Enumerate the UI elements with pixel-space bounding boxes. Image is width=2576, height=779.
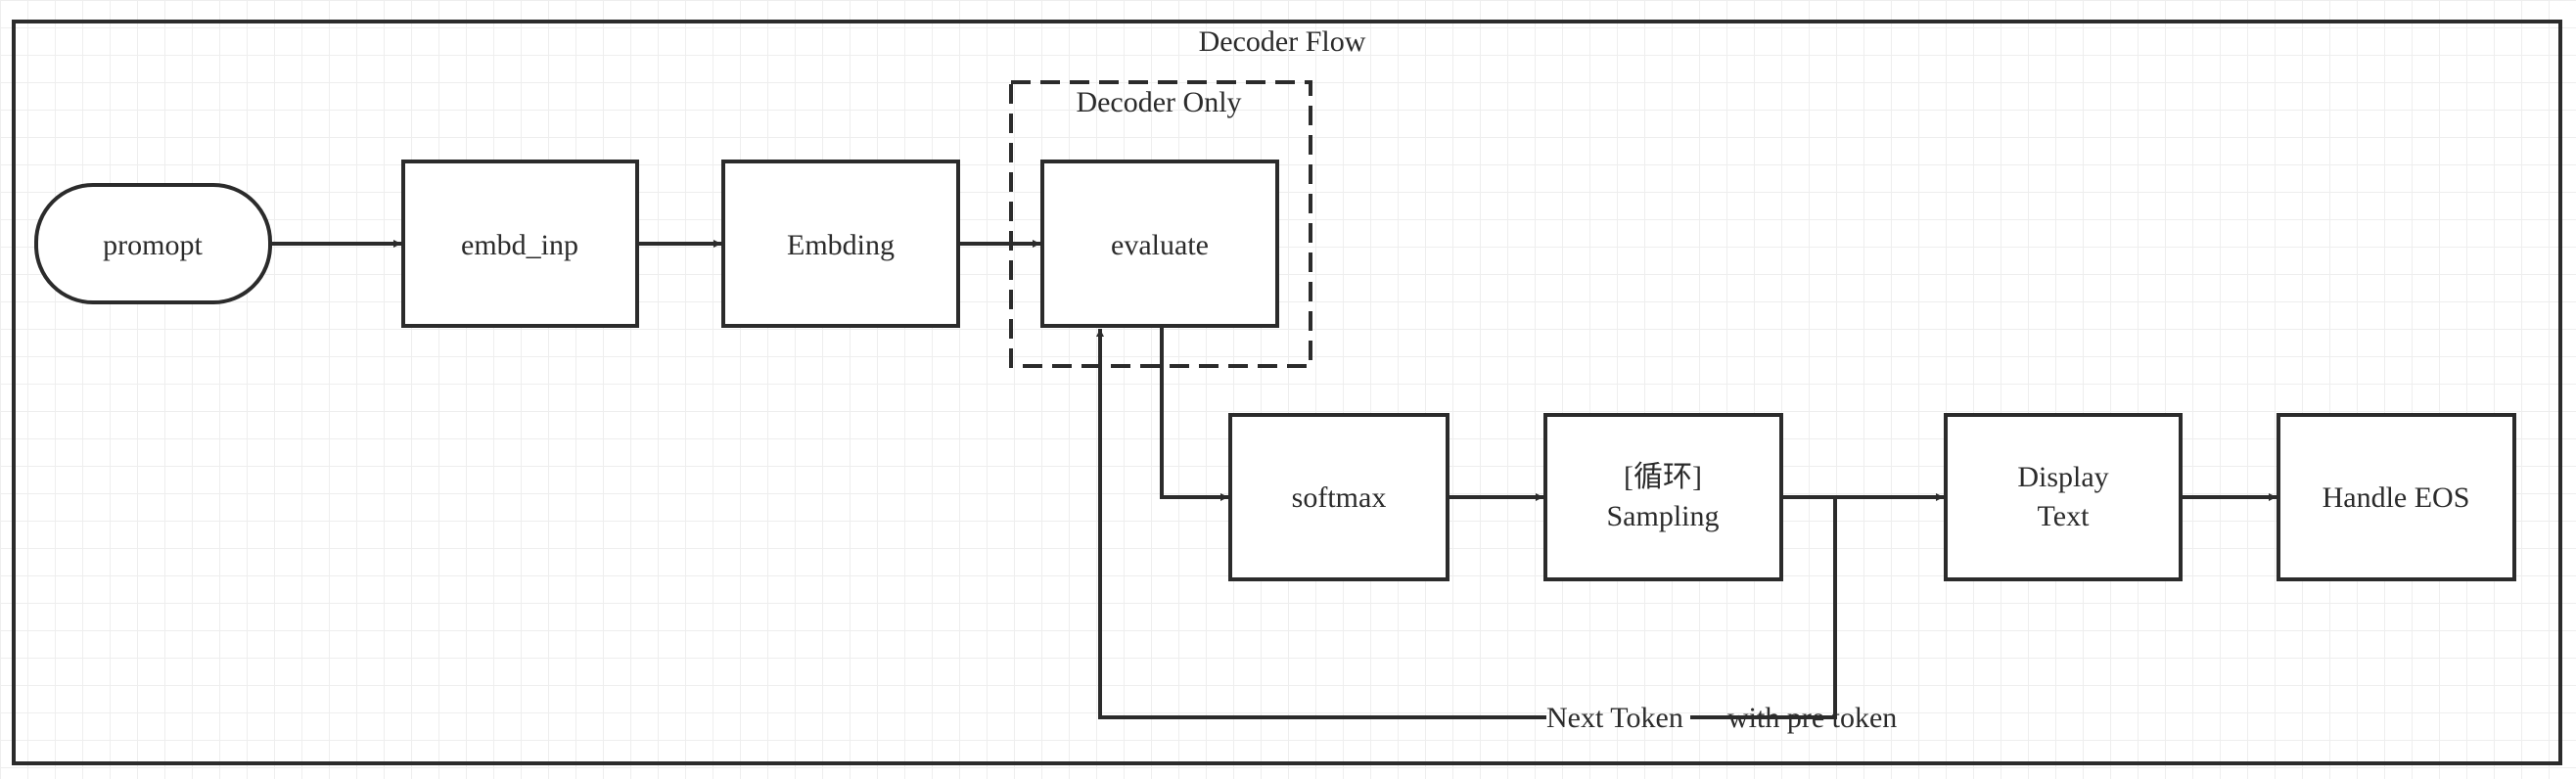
decoder-only-label: Decoder Only (1076, 86, 1241, 118)
with-pre-token-label: with pre token (1727, 702, 1897, 734)
node-prompt[interactable]: promopt (34, 183, 272, 304)
diagram-title: Decoder Flow (1199, 25, 1366, 58)
node-softmax-label: softmax (1292, 481, 1387, 514)
node-prompt-label: promopt (103, 229, 203, 261)
node-display-text-label-line2: Text (2038, 500, 2091, 532)
node-evaluate-label: evaluate (1111, 229, 1209, 261)
node-sampling-label-line1: [循环] (1624, 461, 1702, 493)
decoder-only-group[interactable] (1009, 80, 1312, 368)
node-display-text-label-line1: Display (2017, 461, 2108, 493)
node-embedding-label: Embding (787, 229, 895, 261)
node-sampling[interactable]: [循环] Sampling (1543, 413, 1783, 581)
node-embedding[interactable]: Embding (721, 160, 960, 328)
node-softmax[interactable]: softmax (1228, 413, 1449, 581)
node-embd-inp[interactable]: embd_inp (401, 160, 639, 328)
edge-evaluate-to-softmax[interactable] (1160, 325, 1228, 501)
node-handle-eos-label: Handle EOS (2323, 481, 2470, 514)
next-token-label: Next Token (1546, 702, 1683, 734)
node-handle-eos[interactable]: Handle EOS (2277, 413, 2516, 581)
node-display-text[interactable]: Display Text (1944, 413, 2183, 581)
edge-next-token-to-evaluate[interactable] (1096, 329, 1546, 719)
node-embd-inp-label: embd_inp (461, 229, 578, 261)
outer-frame (12, 20, 2562, 765)
edge-feedback-branch[interactable] (1700, 497, 1837, 719)
node-sampling-label-line2: Sampling (1606, 500, 1719, 532)
node-evaluate[interactable]: evaluate (1040, 160, 1279, 328)
